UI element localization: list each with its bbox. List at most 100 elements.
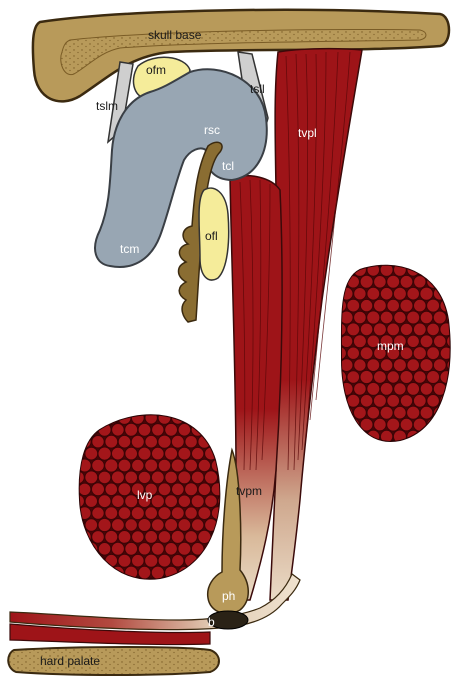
lvp-fiber (138, 543, 150, 555)
mpm-fiber (440, 252, 452, 265)
mpm-fiber (387, 394, 400, 407)
lvp-fiber (132, 554, 145, 567)
palatine-aponeurosis (10, 574, 300, 630)
lvp-fiber (151, 471, 164, 484)
lvp-fiber (92, 459, 105, 472)
mpm-fiber (400, 299, 413, 312)
lvp-fiber (165, 447, 178, 460)
mpm-fiber (394, 406, 407, 419)
lvp-fiber (105, 412, 118, 425)
mpm-fiber (413, 394, 426, 407)
lvp-fiber (185, 483, 198, 496)
label-tsll: tsll (250, 82, 265, 96)
mpm-fiber (447, 263, 452, 276)
mpm-fiber (427, 252, 440, 265)
lvp-fiber (171, 530, 184, 543)
lvp-fiber (218, 447, 231, 460)
label-rsc: rsc (204, 123, 220, 137)
lvp-fiber (191, 471, 204, 484)
lvp-fiber (105, 459, 118, 472)
mpm-fiber (347, 276, 359, 288)
mpm-fiber (427, 418, 440, 431)
mpm-fiber (360, 395, 373, 408)
lvp-fiber (118, 435, 131, 448)
lvp-fiber (92, 436, 104, 448)
mpm-fiber (354, 359, 366, 371)
lvp-fiber (152, 519, 165, 532)
mpm-fiber (374, 299, 387, 312)
lvp-fiber (218, 400, 231, 413)
lvp-fiber (198, 459, 210, 471)
lvp-fiber (98, 518, 111, 531)
mpm-fiber (387, 252, 400, 265)
lvp-fiber (105, 554, 118, 567)
lvp-fiber (165, 495, 178, 508)
mpm-fiber (387, 299, 400, 312)
mpm-fiber (367, 311, 380, 324)
lvp-fiber (171, 435, 184, 448)
mpm-fiber (380, 287, 393, 300)
mpm-fiber (400, 252, 412, 264)
lvp-fiber (178, 542, 191, 555)
lvp-fiber (151, 566, 164, 579)
lvp-fiber (138, 447, 151, 460)
mpm-fiber (334, 252, 347, 265)
lvp-fiber (158, 435, 171, 448)
lvp-fiber (165, 423, 178, 436)
lvp-fiber (138, 519, 151, 532)
mpm-fiber (420, 406, 433, 419)
lvp-fiber (118, 554, 131, 567)
lvp-fiber (125, 400, 138, 413)
mpm-fiber (367, 287, 380, 300)
lvp-fiber (205, 424, 218, 437)
lvp-fiber (105, 530, 118, 543)
lvp-fiber (132, 531, 144, 543)
lvp-fiber (151, 495, 164, 508)
mpm-fiber (433, 359, 446, 372)
lvp-fiber (72, 543, 84, 555)
mpm-fiber (440, 418, 452, 430)
mpm-fiber (347, 371, 360, 384)
lvp-fiber (211, 435, 224, 448)
lvp-fiber (205, 400, 217, 412)
mpm-fiber (387, 275, 400, 288)
lvp-fiber (158, 459, 171, 472)
mpm-fiber (414, 299, 427, 312)
lvp-fiber (92, 507, 104, 519)
mpm-fiber (340, 287, 353, 300)
mpm-fiber (347, 347, 359, 359)
mpm-fiber (380, 406, 393, 419)
lvp-fiber (158, 554, 171, 567)
lvp-fiber (131, 507, 144, 520)
mpm-fiber (334, 275, 347, 288)
mpm-fiber (334, 299, 347, 312)
mpm-fiber (360, 252, 373, 265)
mpm-fiber (340, 430, 353, 443)
lvp-fiber (191, 423, 204, 436)
mpm-fiber (340, 335, 352, 347)
lvp-fiber (118, 459, 131, 472)
lvp-fiber (131, 435, 144, 448)
mpm-fiber (360, 323, 373, 336)
mpm-fiber (420, 383, 433, 396)
mpm-fiber (420, 264, 433, 277)
lvp-fiber (152, 447, 165, 460)
mpm-fiber (374, 276, 387, 289)
mpm-fiber (420, 287, 433, 300)
mpm-fiber (407, 264, 419, 276)
mpm-fiber (360, 370, 373, 383)
lvp-fiber (198, 435, 211, 448)
mpm-fiber (380, 311, 393, 324)
mpm-fiber (413, 252, 426, 265)
lvp-fiber (171, 459, 184, 472)
lvp-fiber (72, 423, 85, 436)
lvp-fiber (98, 471, 111, 484)
lvp-fiber (85, 566, 97, 578)
lvp-fiber (92, 554, 105, 567)
mpm-fiber (387, 371, 399, 383)
mpm-fiber (400, 323, 412, 335)
label-tvpl: tvpl (298, 126, 317, 140)
lvp-fiber (145, 507, 158, 520)
lvp-fiber (218, 423, 231, 436)
lvp-fiber (145, 531, 158, 544)
